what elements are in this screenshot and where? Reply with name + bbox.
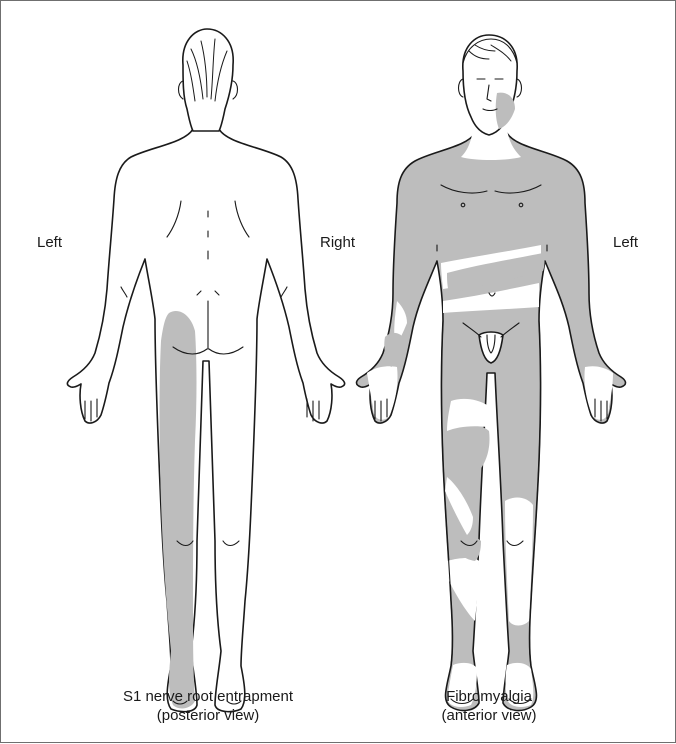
anterior-caption-title: Fibromyalgia [359, 687, 619, 706]
anterior-caption: Fibromyalgia (anterior view) [359, 687, 619, 725]
anterior-caption-view: (anterior view) [359, 706, 619, 725]
posterior-s1-shading [160, 311, 197, 708]
posterior-body-outline [67, 129, 344, 712]
anterior-body-outline [357, 133, 626, 710]
posterior-figure [67, 29, 344, 712]
posterior-caption: S1 nerve root entrapment (posterior view… [78, 687, 338, 725]
posterior-caption-title: S1 nerve root entrapment [78, 687, 338, 706]
posterior-right-label: Right [320, 234, 355, 252]
posterior-caption-view: (posterior view) [78, 706, 338, 725]
anterior-left-label: Left [613, 234, 638, 252]
posterior-head [183, 29, 233, 131]
anterior-figure [357, 35, 626, 710]
posterior-left-label: Left [37, 234, 62, 252]
